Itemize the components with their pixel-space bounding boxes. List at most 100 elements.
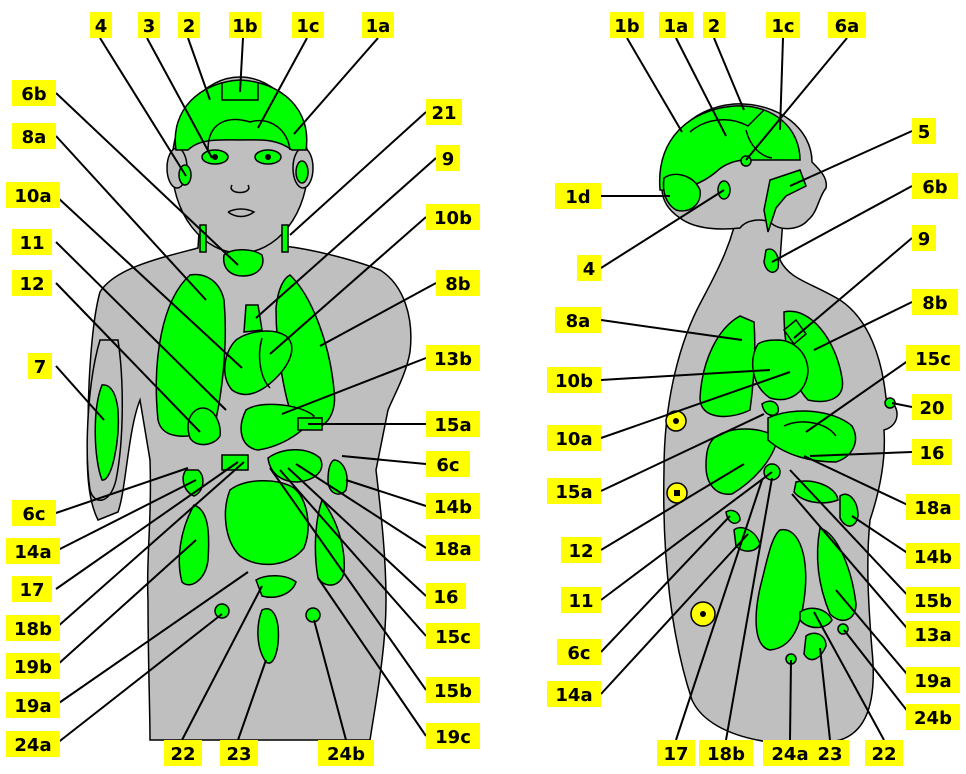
svg-text:14b: 14b	[914, 547, 952, 568]
label-tag: 10a	[6, 182, 60, 208]
label-tag: 24b	[906, 704, 960, 730]
svg-text:8b: 8b	[922, 293, 948, 314]
svg-text:6b: 6b	[922, 177, 948, 198]
label-tag: 14b	[426, 493, 480, 519]
label-tag: 6c	[426, 451, 470, 477]
label-tag: 12	[12, 270, 52, 296]
label-tag: 14a	[547, 681, 601, 707]
label-tag: 3	[138, 12, 160, 38]
front-small-intestine	[225, 481, 308, 565]
label-tag: 1d	[555, 183, 601, 209]
label-tag: 4	[90, 12, 112, 38]
svg-text:1b: 1b	[232, 16, 258, 37]
svg-text:20: 20	[919, 398, 944, 419]
label-tag: 1b	[610, 12, 644, 38]
label-tag: 14a	[6, 538, 60, 564]
label-tag: 15c	[906, 345, 960, 371]
front-body-silhouette	[87, 215, 411, 740]
svg-text:14a: 14a	[14, 542, 51, 563]
label-tag: 8a	[12, 123, 56, 149]
label-tag: 7	[28, 353, 52, 379]
label-tag: 20	[912, 394, 952, 420]
label-tag: 10b	[547, 367, 601, 393]
svg-text:6c: 6c	[22, 504, 45, 525]
label-tag: 13b	[426, 345, 480, 371]
svg-text:9: 9	[442, 149, 455, 170]
label-tag: 24a	[6, 731, 60, 757]
svg-text:12: 12	[568, 541, 593, 562]
leader-side-2	[714, 38, 744, 110]
svg-text:10a: 10a	[14, 186, 51, 207]
label-tag: 22	[164, 740, 202, 766]
svg-text:10b: 10b	[434, 208, 472, 229]
svg-text:4: 4	[583, 259, 596, 280]
svg-text:4: 4	[95, 16, 108, 37]
label-tag: 15a	[426, 411, 480, 437]
svg-text:15b: 15b	[434, 681, 472, 702]
svg-text:19a: 19a	[914, 671, 951, 692]
svg-text:8a: 8a	[566, 311, 591, 332]
label-tag: 2	[178, 12, 200, 38]
label-tag: 19a	[6, 692, 60, 718]
svg-text:19a: 19a	[14, 696, 51, 717]
svg-text:24b: 24b	[914, 708, 952, 729]
svg-text:19c: 19c	[435, 727, 471, 748]
svg-text:2: 2	[708, 16, 721, 37]
svg-text:14a: 14a	[555, 685, 592, 706]
label-tag: 5	[912, 118, 936, 144]
label-tag: 19c	[426, 723, 480, 749]
label-tag: 15c	[426, 623, 480, 649]
svg-text:24a: 24a	[14, 735, 51, 756]
side-marker-middle-center	[674, 490, 680, 496]
label-tag: 6c	[557, 639, 601, 665]
front-pupil-right	[265, 154, 271, 160]
front-gonad-right	[306, 608, 320, 622]
side-marker-lower-center	[700, 611, 706, 617]
label-tag: 15b	[906, 587, 960, 613]
svg-text:24a: 24a	[771, 744, 808, 765]
label-tag: 23	[220, 740, 258, 766]
label-tag: 1a	[362, 12, 394, 38]
label-tag: 10a	[547, 425, 601, 451]
label-tag: 24a	[763, 740, 817, 766]
svg-text:12: 12	[19, 274, 44, 295]
leader-front-4	[100, 38, 186, 176]
svg-text:1c: 1c	[771, 16, 794, 37]
svg-text:18b: 18b	[707, 744, 745, 765]
label-tag: 13a	[906, 621, 960, 647]
label-tag: 14b	[906, 543, 960, 569]
front-trachea	[244, 305, 262, 332]
svg-text:5: 5	[918, 122, 931, 143]
front-neck-vessel-right	[282, 225, 288, 252]
svg-text:15c: 15c	[915, 349, 951, 370]
svg-text:15a: 15a	[555, 482, 592, 503]
front-gonad-left	[215, 604, 229, 618]
svg-text:16: 16	[433, 587, 458, 608]
svg-text:9: 9	[918, 229, 931, 250]
svg-text:18a: 18a	[434, 539, 471, 560]
label-tag: 21	[426, 99, 462, 125]
svg-text:6c: 6c	[567, 643, 590, 664]
leader-side-24a	[790, 660, 791, 740]
svg-text:15b: 15b	[914, 591, 952, 612]
front-figure	[87, 77, 411, 740]
label-tag: 18b	[6, 615, 60, 641]
svg-text:23: 23	[226, 744, 251, 765]
svg-text:18b: 18b	[14, 619, 52, 640]
label-tag: 18a	[906, 494, 960, 520]
label-tag: 23	[811, 740, 849, 766]
label-tag: 1a	[659, 12, 693, 38]
svg-text:15a: 15a	[434, 415, 471, 436]
label-tag: 19b	[6, 653, 60, 679]
svg-text:8b: 8b	[445, 274, 471, 295]
label-tag: 8b	[436, 270, 480, 296]
svg-text:13a: 13a	[914, 625, 951, 646]
svg-text:21: 21	[431, 103, 456, 124]
svg-text:19b: 19b	[14, 657, 52, 678]
svg-text:6a: 6a	[835, 16, 860, 37]
label-tag: 1c	[766, 12, 800, 38]
label-tag: 18b	[699, 740, 753, 766]
svg-text:18a: 18a	[914, 498, 951, 519]
label-tag: 6a	[828, 12, 866, 38]
